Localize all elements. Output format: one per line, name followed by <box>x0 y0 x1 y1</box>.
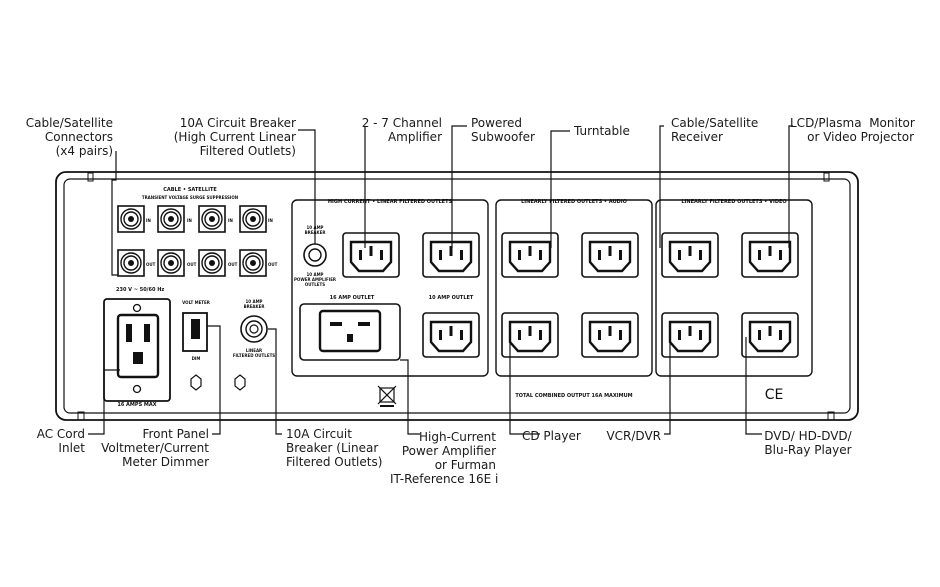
amps-max-label: 16 AMPS MAX <box>117 402 156 408</box>
in-label: IN <box>268 218 273 223</box>
audio-section: LINEARLY FILTERED OUTLETS • AUDIO <box>495 199 653 377</box>
outlet-dvd <box>740 311 800 359</box>
breaker-left-top-line2: BREAKER <box>244 304 265 309</box>
leader-turntable <box>550 130 570 248</box>
outlet-audio-2 <box>580 231 640 279</box>
leader-power-amp <box>400 359 420 435</box>
callout-amplifier: 2 - 7 Channel Amplifier <box>361 116 442 144</box>
callout-dvd: DVD/ HD-DVD/ Blu-Ray Player <box>764 429 852 457</box>
leader-vcr <box>664 337 671 435</box>
leader-front-panel <box>207 325 221 435</box>
ce-mark: CE <box>765 387 784 403</box>
callout-breaker-high-current: 10A Circuit Breaker (High Current Linear… <box>173 116 296 158</box>
callout-vcr: VCR/DVR <box>606 429 661 443</box>
outlet-10a <box>421 311 481 359</box>
leader-lines <box>88 125 793 435</box>
total-output-label: TOTAL COMBINED OUTPUT 16A MAXIMUM <box>515 393 632 399</box>
outlet-16a-label: 16 AMP OUTLET <box>330 295 375 301</box>
dim-label: DIM <box>192 356 201 361</box>
voltmeter-dimmer-switch: VOLT METER DIM <box>182 300 246 391</box>
outlet-subwoofer <box>421 231 481 279</box>
leader-breaker-linear <box>268 328 282 435</box>
outlet-10a-label: 10 AMP OUTLET <box>429 295 474 301</box>
video-section: LINEARLY FILTERED OUTLETS • VIDEO <box>655 199 813 377</box>
leader-dvd <box>745 337 762 435</box>
chassis <box>55 171 859 421</box>
callout-cable-satellite-connectors: Cable/Satellite Connectors (x4 pairs) <box>25 116 113 158</box>
in-label: IN <box>187 218 192 223</box>
leader-cable-connectors <box>111 151 118 276</box>
leader-cd-player <box>509 337 540 435</box>
callout-cd-player: CD Player <box>522 429 581 443</box>
callout-breaker-linear: 10A Circuit Breaker (Linear Filtered Out… <box>286 427 383 469</box>
callout-receiver: Cable/Satellite Receiver <box>671 116 759 144</box>
audio-section-title: LINEARLY FILTERED OUTLETS • AUDIO <box>521 199 627 205</box>
out-label: OUT <box>228 262 238 267</box>
breaker-left-top-line1: 10 AMP <box>246 299 263 304</box>
outlet-audio-4 <box>580 311 640 359</box>
in-label: IN <box>146 218 151 223</box>
video-section-title: LINEARLY FILTERED OUTLETS • VIDEO <box>681 199 786 205</box>
callout-power-amp: High-Current Power Amplifier or Furman I… <box>390 430 499 486</box>
outlet-amplifier <box>341 231 401 279</box>
leader-receiver <box>659 125 664 248</box>
high-current-section: HIGH CURRENT • LINEAR FILTERED OUTLETS 1… <box>291 199 489 407</box>
out-label: OUT <box>187 262 197 267</box>
callout-front-panel: Front Panel Voltmeter/Current Meter Dimm… <box>101 427 209 469</box>
out-label: OUT <box>146 262 156 267</box>
cable-subtitle: TRANSIENT VOLTAGE SURGE SUPPRESSION <box>142 195 238 200</box>
in-label: IN <box>228 218 233 223</box>
leader-monitor <box>788 125 793 248</box>
ac-cord-inlet: 16 AMPS MAX <box>103 298 171 408</box>
out-label: OUT <box>268 262 278 267</box>
leader-breaker-high-current <box>298 129 316 244</box>
cable-title: CABLE • SATELLITE <box>163 187 217 193</box>
voltage-rating: 230 V ~ 50/60 Hz <box>116 287 164 293</box>
breaker-left-bottom-line1: LINEAR <box>246 348 262 353</box>
callout-subwoofer: Powered Subwoofer <box>471 116 535 144</box>
volt-meter-label: VOLT METER <box>182 300 210 305</box>
outlet-receiver <box>660 231 720 279</box>
callout-ac-cord: AC Cord Inlet <box>36 427 85 455</box>
leader-ac-cord <box>88 369 120 435</box>
outlet-turntable <box>500 231 560 279</box>
callout-turntable: Turntable <box>574 124 630 138</box>
callout-monitor: LCD/Plasma Monitor or Video Projector <box>790 116 915 144</box>
weee-bin-icon <box>377 385 397 407</box>
breaker-left-bottom-line2: FILTERED OUTLETS <box>233 353 275 358</box>
cable-satellite-connectors: CABLE • SATELLITE TRANSIENT VOLTAGE SURG… <box>116 187 278 293</box>
hc-section-title: HIGH CURRENT • LINEAR FILTERED OUTLETS <box>328 199 453 205</box>
leader-subwoofer <box>451 125 467 248</box>
